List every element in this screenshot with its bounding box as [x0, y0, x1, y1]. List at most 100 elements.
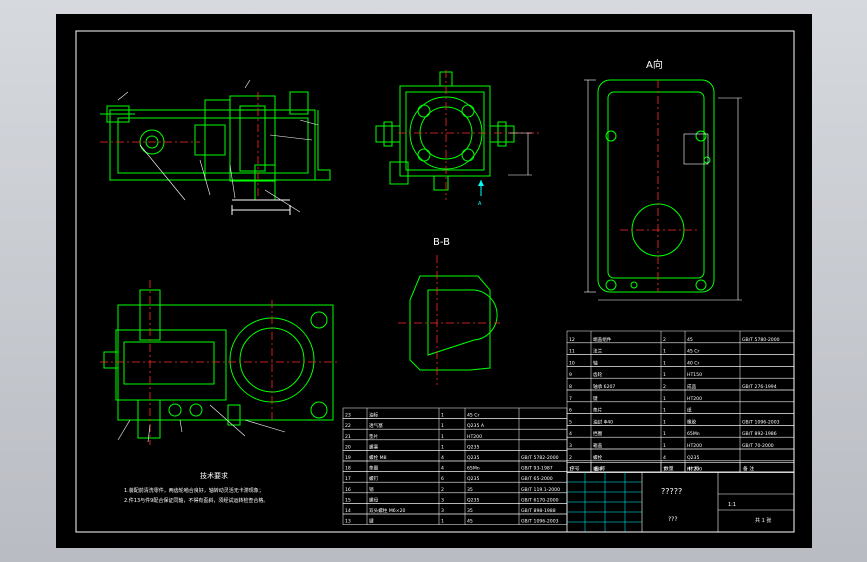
bom-cell-name: 透气塞 — [369, 422, 383, 429]
bom-cell-std: GB/T 5780-2000 — [742, 337, 780, 343]
bom-cell-mat: 45 — [467, 519, 473, 525]
bom-cell-mat: 45 Cr — [687, 349, 700, 355]
bom-cell-qty: 1 — [663, 396, 666, 402]
bom-cell-no: 3 — [569, 443, 572, 449]
bom-cell-qty: 3 — [441, 497, 444, 503]
bom-cell-std: GB/T 93-1987 — [521, 466, 553, 472]
section-bb[interactable] — [409, 275, 498, 371]
view-a-label: A向 — [646, 58, 663, 71]
drawing-name: ????? — [661, 487, 682, 496]
top-leaders — [117, 404, 286, 443]
bom-cell-name: 箱体 — [593, 466, 603, 473]
bom-cell-no: 16 — [345, 487, 351, 493]
scale-value: 1:1 — [728, 502, 736, 508]
bom-cell-no: 18 — [345, 466, 351, 472]
bom-cell-name: 油封 Φ40 — [593, 418, 613, 425]
bom-cell-mat: HT150 — [687, 372, 702, 378]
bom-cell-qty: 1 — [441, 444, 444, 450]
bom-cell-mat: 35 — [467, 508, 473, 514]
bom-cell-mat: Q235 — [467, 497, 479, 503]
drawing-border — [75, 30, 795, 533]
bom-cell-mat: HT200 — [687, 443, 702, 449]
bom-cell-no: 23 — [345, 413, 351, 419]
bom-cell-mat: Q235 — [467, 455, 479, 461]
arrow-a-label: A — [478, 201, 482, 207]
bom-cell-name: 垫片 — [593, 407, 603, 414]
bom-cell-std: GB/T 70-2000 — [742, 443, 774, 449]
bom-cell-mat: 40 Cr — [687, 360, 700, 366]
bom-cell-std: GB/T 1096-2003 — [521, 519, 559, 525]
bom-cell-no: 17 — [345, 476, 351, 482]
bom-cell-qty: 6 — [441, 476, 444, 482]
bom-cell-mat: 35 — [467, 487, 473, 493]
bom-header-std: 备 注 — [743, 465, 754, 472]
bom-cell-qty: 1 — [663, 443, 666, 449]
bom-header-no: 序号 — [570, 465, 580, 472]
bom-cell-no: 8 — [569, 384, 572, 390]
bom-cell-no: 20 — [345, 444, 351, 450]
bom-cell-qty: 1 — [441, 519, 444, 525]
view-a-arrow: A — [478, 180, 484, 207]
bom-cell-no: 5 — [569, 419, 572, 425]
bom-cell-qty: 1 — [441, 423, 444, 429]
bom-cell-mat: 45 — [687, 337, 693, 343]
sheet-count: 共 1 张 — [755, 517, 771, 524]
bom-cell-name: 双头螺柱 M6×20 — [369, 507, 405, 514]
company-name: ??? — [668, 516, 678, 523]
bom-cell-no: 12 — [569, 337, 575, 343]
side-dimensions — [508, 132, 532, 176]
bom-cell-name: 端盖组件 — [593, 336, 612, 343]
bom-cell-mat: HT200 — [467, 434, 482, 440]
bom-cell-qty: 2 — [441, 487, 444, 493]
bom-cell-qty: 1 — [663, 431, 666, 437]
bom-cell-std: GB/T 6170-2000 — [521, 497, 559, 503]
bom-cell-std: GB/T 65-2000 — [521, 476, 553, 482]
bom-cell-std: GB/T 898-1988 — [521, 508, 556, 514]
bom-cell-mat: Q235 — [467, 476, 479, 482]
bom-cell-no: 2 — [569, 455, 572, 461]
bom-header-name: 名 称 — [594, 465, 605, 472]
bom-cell-qty: 1 — [663, 419, 666, 425]
bom-cell-qty: 1 — [441, 434, 444, 440]
bom-cell-std: GB/T 5782-2000 — [521, 455, 559, 461]
bom-cell-no: 21 — [345, 434, 351, 440]
bom-cell-name: 螺钉 — [369, 475, 379, 482]
bom-cell-name: 键 — [593, 395, 598, 402]
bom-cell-no: 10 — [569, 360, 575, 366]
bom-cell-no: 7 — [569, 396, 572, 402]
bom-cell-std: GB/T 1096-2003 — [742, 419, 780, 425]
section-bb-label: B-B — [433, 237, 450, 248]
bom-cell-no: 6 — [569, 408, 572, 414]
view-a-dimensions — [584, 79, 742, 301]
bom-cell-mat: 橡胶 — [687, 418, 697, 425]
bom-cell-std: GB/T 276-1994 — [742, 384, 777, 390]
bom-cell-name: 挡圈 — [593, 430, 603, 437]
bom-cell-no: 14 — [345, 508, 351, 514]
title-block[interactable]: ????? ??? 1:1 共 1 张 — [566, 471, 795, 533]
bom-cell-name: 垫圈 — [369, 465, 379, 472]
bom-cell-qty: 4 — [663, 455, 666, 461]
bom-header-qty: 数量 — [664, 465, 674, 472]
bom-cell-mat: 45 Cr — [467, 413, 480, 419]
bom-cell-qty: 3 — [441, 508, 444, 514]
bom-cell-std: GB/T 892-1986 — [742, 431, 777, 437]
drawing-canvas[interactable] — [56, 14, 812, 548]
bom-cell-mat: HT200 — [687, 396, 702, 402]
front-leaders — [117, 79, 319, 213]
bom-cell-std: GB/T 119.1-2000 — [521, 487, 560, 493]
bom-cell-name: 螺塞 — [369, 443, 379, 450]
bom-cell-name: 箱盖 — [593, 442, 603, 449]
notes-line-1: 1.装配前清洗零件，两齿轮啮合良好，轴转动灵活无卡滞现象； — [124, 487, 264, 494]
bom-cell-mat: Q235 A — [467, 423, 485, 429]
bom-header-mat: 材 料 — [688, 465, 699, 472]
bom-cell-no: 22 — [345, 423, 351, 429]
notes-line-2: 2.件13与件9配合保证同轴，不得有歪斜，须经试运转检查合格。 — [124, 497, 268, 504]
bom-cell-name: 油标 — [369, 412, 379, 419]
bom-cell-mat: 65Mn — [687, 431, 700, 437]
bom-cell-qty: 2 — [663, 384, 666, 390]
